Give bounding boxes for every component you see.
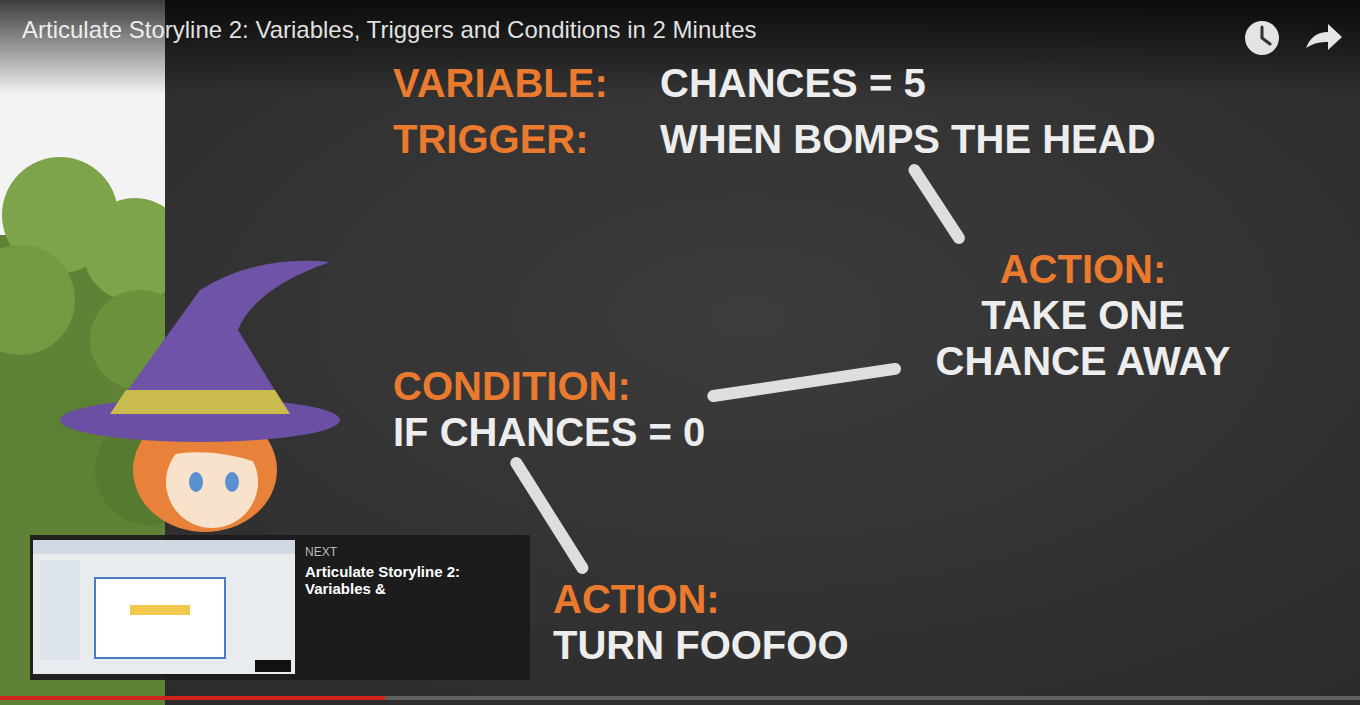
step-heading: ACTION: bbox=[903, 246, 1263, 292]
step-heading: CONDITION: bbox=[393, 363, 705, 409]
next-caption: NEXT bbox=[305, 545, 337, 559]
step-text: IF CHANCES = 0 bbox=[393, 409, 705, 455]
thumbnail-sidebar bbox=[40, 560, 80, 660]
next-video-title: Articulate Storyline 2: Variables & bbox=[305, 563, 520, 597]
chalk-connector bbox=[914, 170, 958, 238]
witch-eye bbox=[189, 472, 203, 492]
chalk-note: ACTION:TAKE ONE CHANCE AWAY bbox=[895, 238, 1271, 392]
chalk-note: VARIABLE:CHANCES = 5 bbox=[385, 52, 934, 114]
witch-hat-band bbox=[110, 390, 290, 414]
chalk-note: CONDITION:IF CHANCES = 0 bbox=[385, 355, 713, 463]
video-title: Articulate Storyline 2: Variables, Trigg… bbox=[22, 16, 757, 44]
share-icon bbox=[1306, 24, 1342, 50]
duration-badge bbox=[255, 660, 291, 672]
progress-played bbox=[0, 696, 385, 700]
progress-track bbox=[0, 696, 1360, 700]
step-text: WHEN BOMPS THE HEAD bbox=[660, 116, 1156, 162]
step-heading: ACTION: bbox=[553, 576, 849, 622]
bush bbox=[0, 245, 75, 355]
thumbnail-highlight bbox=[130, 605, 190, 615]
clock-icon bbox=[1245, 21, 1279, 55]
thumbnail-toolbar bbox=[33, 540, 295, 554]
step-heading: VARIABLE: bbox=[393, 60, 660, 106]
bush bbox=[83, 198, 165, 302]
step-text: CHANCES = 5 bbox=[660, 60, 926, 106]
step-text: TURN FOOFOO bbox=[553, 622, 849, 668]
thumbnail-window bbox=[95, 578, 225, 658]
chalk-connector bbox=[713, 369, 895, 396]
witch-hat-cone bbox=[112, 261, 330, 412]
step-heading: TRIGGER: bbox=[393, 116, 660, 162]
next-video-thumbnail bbox=[33, 540, 295, 674]
next-video-panel bbox=[30, 535, 530, 680]
chalk-note: ACTION:TURN FOOFOO bbox=[545, 568, 857, 676]
clock-hands bbox=[1262, 27, 1270, 44]
step-text: TAKE ONE CHANCE AWAY bbox=[903, 292, 1263, 384]
chalk-note: TRIGGER:WHEN BOMPS THE HEAD bbox=[385, 108, 1164, 170]
chalk-connector bbox=[516, 463, 582, 568]
witch-eye bbox=[225, 472, 239, 492]
